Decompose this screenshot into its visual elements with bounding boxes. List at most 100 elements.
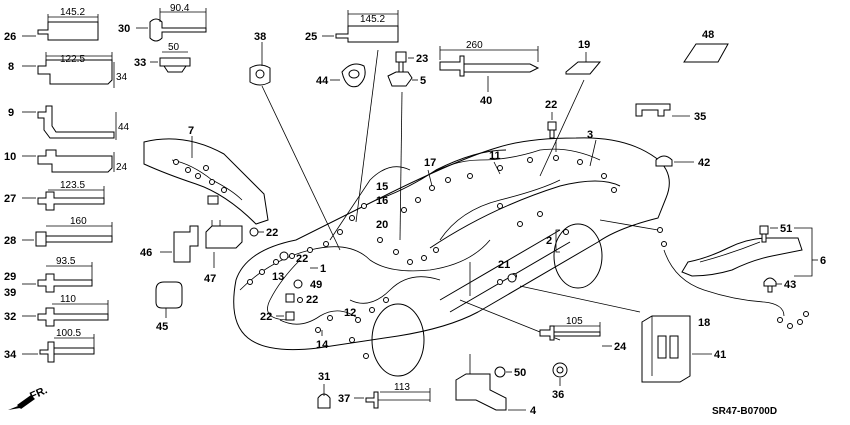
- part-44: 44: [316, 63, 366, 88]
- direction-label: FR.: [28, 384, 49, 402]
- dim-8h: 34: [116, 72, 128, 83]
- part-36: 36: [552, 362, 568, 401]
- part-22-c: 22: [279, 251, 308, 265]
- dim-40: 260: [466, 40, 483, 51]
- callout-10: 10: [4, 151, 16, 163]
- part-21: 21: [498, 259, 517, 283]
- part-2: 2: [546, 229, 560, 253]
- dim-33: 50: [168, 42, 180, 53]
- dim-27: 123.5: [60, 180, 85, 191]
- callout-3: 3: [587, 129, 593, 141]
- callout-50: 50: [514, 367, 526, 379]
- callout-29: 29: [4, 271, 16, 283]
- dim-29: 93.5: [56, 256, 76, 267]
- diagram-code: SR47-B0700D: [712, 406, 777, 417]
- callout-42: 42: [698, 157, 710, 169]
- dim-32: 110: [60, 294, 76, 305]
- callout-48: 48: [702, 29, 714, 41]
- part-5: 5: [387, 71, 426, 87]
- part-22-a: 22: [249, 227, 278, 239]
- part-41: 41: [641, 315, 726, 383]
- part-32: 110 32: [4, 294, 109, 327]
- callout-19: 19: [578, 39, 590, 51]
- callout-44: 44: [316, 75, 329, 87]
- part-19: 19: [565, 39, 602, 75]
- part-25: 145.2 25: [305, 10, 399, 43]
- dim-24: 105: [566, 316, 583, 327]
- part-49: 49: [293, 279, 322, 291]
- part-50: 50: [494, 366, 526, 379]
- callout-30: 30: [118, 23, 130, 35]
- callout-33: 33: [134, 57, 146, 69]
- part-27: 123.5 27: [4, 180, 105, 211]
- callout-17: 17: [424, 157, 436, 169]
- dim-8: 122.5: [60, 54, 85, 65]
- callout-31: 31: [318, 371, 330, 383]
- callout-22-e: 22: [260, 311, 272, 323]
- callout-38: 38: [254, 31, 266, 43]
- part-48: 48: [683, 29, 729, 63]
- callout-47: 47: [204, 273, 216, 285]
- callout-41: 41: [714, 349, 726, 361]
- part-37: 113 37: [338, 382, 431, 409]
- callout-16: 16: [376, 195, 388, 207]
- callout-35: 35: [694, 111, 706, 123]
- part-26: 145.2 26: [4, 7, 99, 43]
- callout-8: 8: [8, 61, 14, 73]
- part-23: 23: [395, 51, 428, 73]
- callout-18: 18: [698, 317, 710, 329]
- callout-6: 6: [820, 255, 826, 267]
- part-43: 43: [763, 277, 796, 293]
- dim-28: 160: [70, 216, 87, 227]
- callout-51: 51: [780, 223, 792, 235]
- callout-12: 12: [344, 307, 356, 319]
- callout-7: 7: [188, 125, 194, 137]
- callout-34: 34: [4, 349, 17, 361]
- dim-10: 24: [116, 162, 128, 173]
- dim-37: 113: [394, 382, 410, 393]
- dim-34: 100.5: [56, 328, 81, 339]
- dim-30: 90.4: [170, 3, 190, 14]
- part-22-e: 22: [260, 311, 295, 323]
- callout-22-a: 22: [266, 227, 278, 239]
- part-29-39: 93.5 29 39: [4, 256, 93, 299]
- callout-46: 46: [140, 247, 152, 259]
- part-45: 45: [155, 281, 183, 333]
- callout-1: 1: [320, 263, 326, 275]
- part-33: 50 33: [134, 42, 191, 73]
- part-46: 46: [140, 225, 199, 263]
- part-38: 38: [249, 31, 271, 86]
- part-22-b: 22: [545, 99, 557, 139]
- part-51: 51: [759, 223, 792, 243]
- part-34: 100.5 34: [4, 328, 95, 363]
- callout-22-c: 22: [296, 253, 308, 265]
- dim-25: 145.2: [360, 14, 385, 25]
- callout-24: 24: [614, 341, 627, 353]
- part-47: 47: [204, 220, 243, 285]
- part-8: 122.5 34 8: [8, 52, 128, 88]
- callout-5: 5: [420, 75, 426, 87]
- callout-27: 27: [4, 193, 16, 205]
- callout-13: 13: [272, 271, 284, 283]
- part-28: 160 28: [4, 216, 113, 247]
- callout-49: 49: [310, 279, 322, 291]
- dim-26: 145.2: [60, 7, 85, 18]
- callout-36: 36: [552, 389, 564, 401]
- callout-23: 23: [416, 53, 428, 65]
- part-9: 44 9: [8, 105, 130, 140]
- callout-26: 26: [4, 31, 16, 43]
- part-6: 6: [681, 227, 826, 277]
- part-3: 3: [587, 129, 593, 141]
- dim-9: 44: [118, 122, 130, 133]
- part-40: 260 40: [439, 40, 540, 107]
- callout-14: 14: [316, 339, 329, 351]
- callout-4: 4: [530, 405, 537, 417]
- part-12: 12: [344, 307, 356, 319]
- callout-32: 32: [4, 311, 16, 323]
- front-direction-arrow: FR.: [8, 384, 49, 410]
- part-4: 4: [455, 354, 537, 417]
- leader-lines: [261, 49, 659, 341]
- part-11: 11: [489, 150, 501, 162]
- part-22-d: 22: [285, 293, 318, 306]
